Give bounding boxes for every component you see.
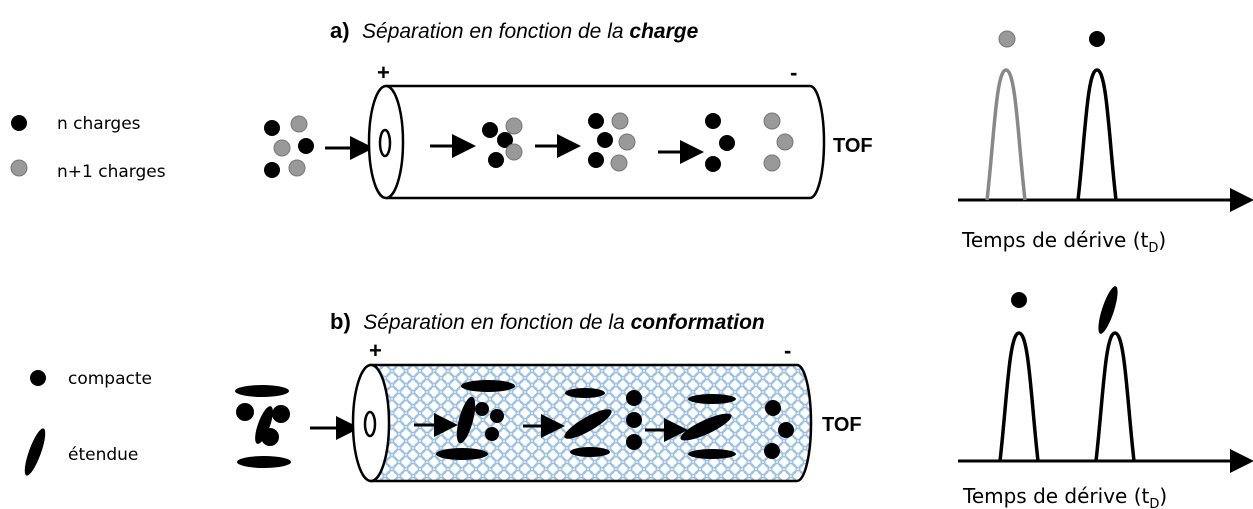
- legend-n1-charges-dot: [10, 159, 28, 177]
- peak-extended-marker: [1098, 286, 1118, 334]
- peak-n-marker: [1089, 31, 1105, 47]
- panel-b-title-emphasis: conformation: [631, 311, 765, 334]
- panel-b-tof: TOF: [822, 414, 862, 436]
- legend-n-charges-dot: [11, 115, 27, 131]
- panel-a-drift-tube: [367, 84, 826, 200]
- peak-compact-marker: [1011, 292, 1027, 308]
- panel-b-tube-ions: [414, 380, 794, 460]
- legend-n1-charges-label: n+1 charges: [57, 162, 166, 182]
- panel-b: b) Séparation en fonction de la conforma…: [24, 286, 1253, 509]
- panel-b-title-text: Séparation en fonction de la: [363, 311, 630, 334]
- legend-extended-ellipse: [24, 428, 46, 476]
- peak-n-charges: [1076, 68, 1118, 201]
- panel-b-minus: -: [784, 338, 791, 363]
- panel-b-plus: +: [369, 338, 382, 363]
- panel-a-drift-spectrum: [958, 30, 1253, 212]
- panel-b-title: b) Séparation en fonction de la conforma…: [330, 309, 765, 334]
- peak-compact: [998, 331, 1040, 462]
- peak-extended: [1094, 331, 1136, 462]
- legend-compact-dot: [30, 370, 46, 386]
- peak-n1-charges: [985, 68, 1027, 201]
- legend-extended-label: étendue: [68, 445, 138, 465]
- legend-compact-label: compacte: [68, 369, 152, 389]
- panel-b-drift-spectrum: [958, 286, 1253, 473]
- panel-a-title: a) Séparation en fonction de la charge: [330, 18, 699, 43]
- panel-a-title-text: Séparation en fonction de la: [362, 20, 629, 43]
- panel-b-initial-ions: [235, 385, 291, 468]
- peak-n1-marker: [998, 30, 1016, 48]
- panel-b-axis-label: Temps de dérive (tD): [962, 484, 1167, 509]
- panel-a-initial-ions: [264, 115, 314, 178]
- panel-a-tof: TOF: [833, 135, 873, 157]
- panel-a-minus: -: [790, 60, 797, 85]
- panel-a-plus: +: [377, 60, 390, 85]
- panel-a: a) Séparation en fonction de la charge n…: [10, 18, 1253, 256]
- panel-a-title-emphasis: charge: [629, 20, 698, 43]
- panel-a-axis-label: Temps de dérive (tD): [961, 228, 1166, 256]
- panel-b-letter: b): [330, 309, 351, 334]
- legend-n-charges-label: n charges: [57, 114, 141, 134]
- panel-a-tube-ions: [430, 112, 794, 172]
- panel-a-letter: a): [330, 18, 350, 43]
